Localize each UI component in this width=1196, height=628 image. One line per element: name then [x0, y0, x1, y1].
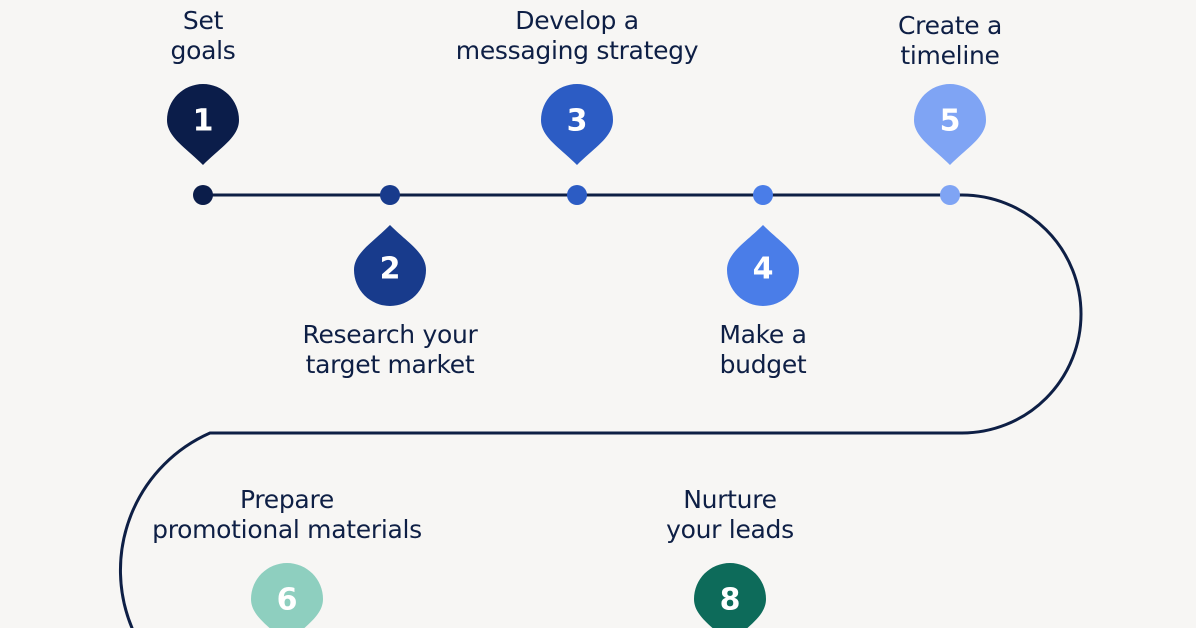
map-pin-icon: 2	[354, 225, 426, 306]
step-2-label: Research your target market	[230, 320, 550, 380]
step-5: 5	[914, 84, 986, 205]
step-8-number: 8	[720, 583, 741, 618]
roadmap-path	[118, 193, 1083, 628]
step-8: 8	[694, 563, 766, 628]
step-4-label-line-1: Make a	[719, 320, 807, 349]
step-1-number: 1	[193, 104, 214, 139]
step-3-label: Develop a messaging strategy	[417, 6, 737, 66]
step-4-dot	[753, 185, 773, 205]
step-3-label-line-1: Develop a	[515, 6, 639, 35]
step-1-label: Set goals	[43, 6, 363, 66]
step-4: 4	[727, 185, 799, 306]
step-8-label-line-2: your leads	[666, 515, 794, 544]
step-2-number: 2	[380, 252, 401, 287]
step-8-label: Nurture your leads	[570, 485, 890, 545]
step-1: 1	[167, 84, 239, 205]
step-5-label: Create a timeline	[790, 11, 1110, 71]
step-6-number: 6	[277, 583, 298, 618]
step-6-label-line-2: promotional materials	[152, 515, 422, 544]
map-pin-icon: 3	[541, 84, 613, 165]
step-8-label-line-1: Nurture	[683, 485, 777, 514]
step-1-label-line-1: Set	[182, 6, 224, 35]
step-6: 6	[251, 563, 323, 628]
step-2: 2	[354, 185, 426, 306]
map-pin-icon: 1	[167, 84, 239, 165]
step-5-label-line-1: Create a	[898, 11, 1002, 40]
step-4-label: Make a budget	[603, 320, 923, 380]
step-3-number: 3	[567, 104, 588, 139]
step-3: 3	[541, 84, 613, 205]
map-pin-icon: 8	[694, 563, 766, 628]
map-pin-icon: 5	[914, 84, 986, 165]
step-2-label-line-1: Research your	[302, 320, 478, 349]
step-2-label-line-2: target market	[305, 350, 475, 379]
step-4-label-line-2: budget	[719, 350, 807, 379]
map-pin-icon: 6	[251, 563, 323, 628]
step-3-dot	[567, 185, 587, 205]
step-2-dot	[380, 185, 400, 205]
step-6-label-line-1: Prepare	[240, 485, 334, 514]
step-5-number: 5	[940, 104, 961, 139]
step-5-label-line-2: timeline	[900, 41, 1000, 70]
step-1-dot	[193, 185, 213, 205]
step-3-label-line-2: messaging strategy	[455, 36, 699, 65]
map-pin-icon: 4	[727, 225, 799, 306]
step-6-label: Prepare promotional materials	[127, 485, 447, 545]
step-1-label-line-2: goals	[170, 36, 236, 65]
step-4-number: 4	[753, 252, 774, 287]
step-5-dot	[940, 185, 960, 205]
